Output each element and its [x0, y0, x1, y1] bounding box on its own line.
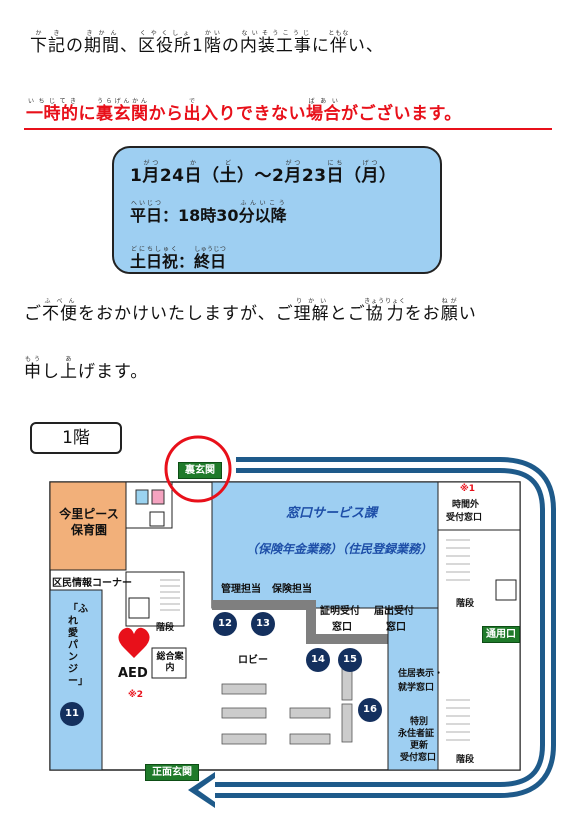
stairs-label-left: 階段 [156, 623, 175, 633]
window-number-12: 12 [213, 612, 237, 636]
address-label-2: 就学窓口 [398, 683, 435, 693]
lobby-label: ロビー [238, 655, 268, 666]
main-entrance-label: 正面玄関 [145, 764, 199, 781]
window-number-11: 11 [60, 702, 84, 726]
notify-label: 届出受付 [374, 606, 414, 617]
notice-line-2-warning: 一時的いちじてきに裏玄関うらげんかんから出で入りできない場合ばあいがございます。 [26, 98, 462, 124]
floor-label: 1階 [30, 422, 122, 454]
window-number-15: 15 [338, 648, 362, 672]
aed-heart [118, 627, 150, 658]
side-entrance-label: 通用口 [482, 626, 520, 643]
info-corner-label: 区民情報コーナー [52, 578, 132, 589]
apology-line-1: ご不便ふべんをおかけいたしますが、ご理解りかいとご協力きょうりょくをお願ねがい [24, 298, 477, 324]
note1-label: ※1 [460, 484, 476, 494]
management-label: 管理担当 [221, 584, 261, 595]
gallery-label: 「ふれ愛パンジー」 [68, 604, 88, 687]
red-underline [24, 128, 552, 130]
notify-window-label: 窓口 [386, 622, 406, 633]
gallery-area [49, 589, 103, 771]
after-hours-label-2: 受付窓口 [446, 513, 483, 523]
apology-line-2: 申もうし上あげます。 [24, 356, 149, 382]
insurance-label: 保険担当 [272, 584, 312, 595]
period-dates: 1月がつ24日か（土ど）～2月がつ23日にち（月げつ） [130, 160, 397, 186]
window-number-16: 16 [358, 698, 382, 722]
stairs-label-right-top: 階段 [456, 599, 475, 609]
resident-label-1: 特別 [410, 717, 429, 727]
resident-label-2: 永住者証 [398, 729, 435, 739]
info-desk-label: 総合案内 [156, 652, 184, 673]
address-label-1: 住居表示・ [398, 669, 444, 679]
counter-service-subtitle: （保険年金業務）（住民登録業務） [246, 542, 433, 556]
resident-label-3: 更新 [410, 741, 429, 751]
notice-line-1: 下記かきの期間きかん、区役所くやくしょ1階かいの内装工事ないそうこうじに伴ともな… [30, 30, 384, 56]
resident-label-4: 受付窓口 [400, 753, 437, 763]
rear-entrance-circle [164, 435, 232, 503]
route-band-inner [210, 462, 551, 793]
weekend-hours: 土日祝どにちしゅく：終日しゅうじつ [130, 246, 227, 271]
window-number-14: 14 [306, 648, 330, 672]
cert-window-label: 窓口 [332, 622, 352, 633]
after-hours-label-1: 時間外 [452, 500, 480, 510]
rear-entrance-label: 裏玄関 [178, 462, 222, 479]
window-number-13: 13 [251, 612, 275, 636]
counter-service-title: 窓口サービス課 [286, 506, 378, 521]
nursery-label: 今里ピース保育園 [59, 507, 119, 537]
weekday-hours: 平日へいじつ：18時30分以降ふんいこう [130, 200, 287, 225]
cert-label: 証明受付 [320, 606, 360, 617]
period-box [112, 146, 442, 274]
stairs-label-right-bottom: 階段 [456, 755, 475, 765]
note2-label: ※2 [128, 690, 144, 700]
counter-service-area [211, 481, 439, 609]
aed-label: AED [118, 666, 148, 681]
nursery-area [49, 481, 127, 571]
